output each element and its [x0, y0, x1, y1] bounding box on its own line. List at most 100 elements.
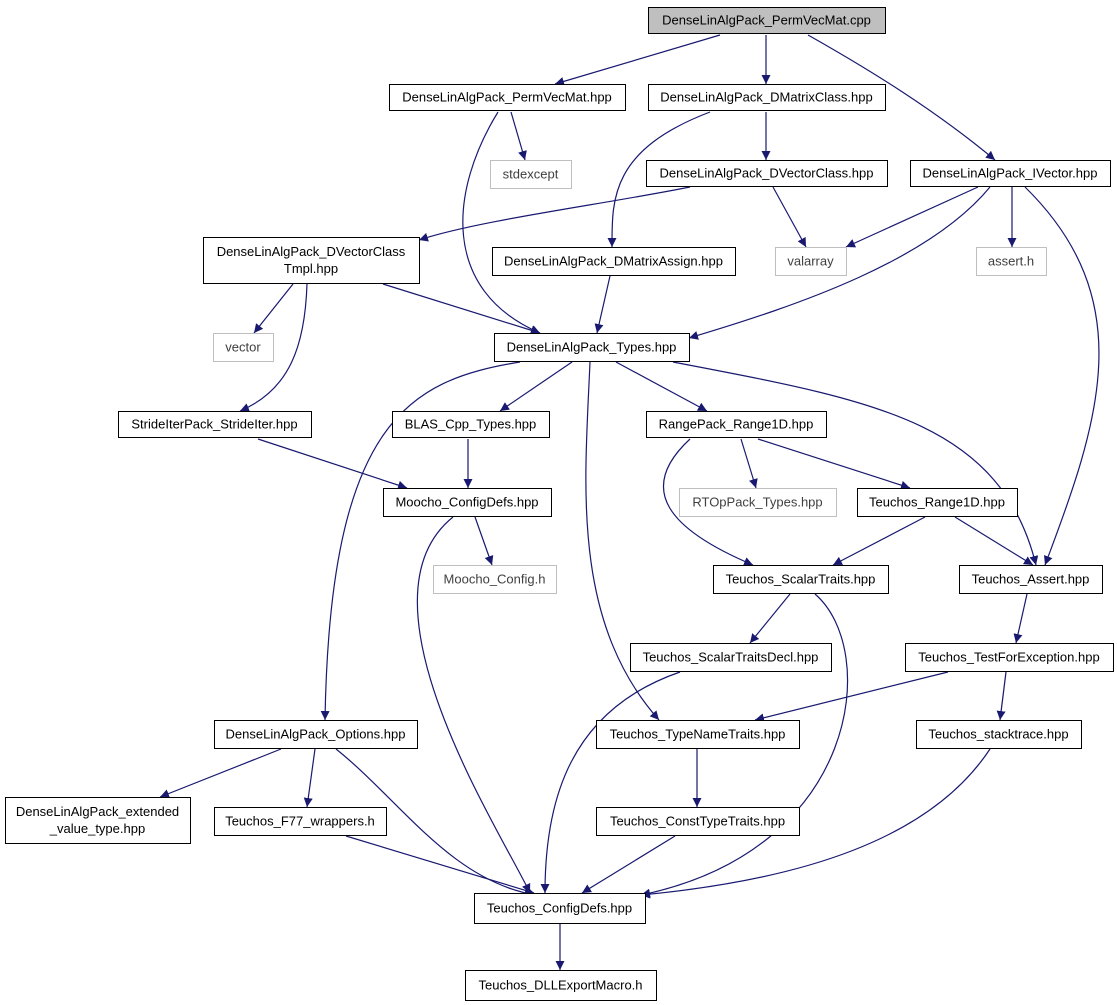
node-label: DenseLinAlgPack_DMatrixClass.hpp	[660, 90, 872, 105]
node-box	[389, 84, 626, 111]
edge-dvectorclass-to-valarray	[772, 186, 807, 248]
node-box	[596, 807, 800, 836]
node-valarray[interactable]: valarray	[775, 247, 847, 276]
node-box	[494, 333, 690, 362]
node-label: Teuchos_stacktrace.hpp	[928, 727, 1068, 742]
node-box	[646, 411, 827, 438]
node-teuchos_assert[interactable]: Teuchos_Assert.hpp	[959, 565, 1103, 594]
node-label: DenseLinAlgPack_extended	[16, 804, 179, 819]
edge-stacktrace-to-teuchos_configdefs	[640, 748, 991, 899]
node-label: Teuchos_ConfigDefs.hpp	[487, 901, 632, 916]
node-teuchos_range1d[interactable]: Teuchos_Range1D.hpp	[857, 488, 1018, 517]
node-label: assert.h	[988, 254, 1034, 269]
edge-types-to-options	[320, 361, 521, 721]
node-stacktrace[interactable]: Teuchos_stacktrace.hpp	[916, 720, 1082, 749]
edge-moocho_configdefs-to-moocho_config	[474, 516, 494, 566]
node-label: Teuchos_Assert.hpp	[972, 572, 1090, 587]
node-types[interactable]: DenseLinAlgPack_Types.hpp	[494, 333, 690, 362]
node-box	[775, 247, 847, 276]
node-vector[interactable]: vector	[213, 333, 274, 362]
node-label: vector	[225, 340, 261, 355]
node-label: Tmpl.hpp	[284, 261, 338, 276]
edge-options-to-teuchos_configdefs	[335, 748, 536, 898]
node-label: Moocho_Config.h	[444, 572, 546, 587]
edge-teuchos_range1d-to-teuchos_assert	[954, 516, 1034, 566]
edge-teuchos_range1d-to-scalartraits	[832, 516, 926, 566]
edge-ivector-to-types	[688, 186, 991, 340]
edge-permvecmat_hpp-to-types	[462, 111, 541, 334]
node-typenametraits[interactable]: Teuchos_TypeNameTraits.hpp	[596, 720, 800, 749]
node-label: Teuchos_ScalarTraitsDecl.hpp	[643, 650, 819, 665]
node-box	[392, 411, 550, 438]
edge-dvectorclasstmpl-to-strideiter	[239, 283, 308, 412]
node-dmatrixassign[interactable]: DenseLinAlgPack_DMatrixAssign.hpp	[492, 247, 736, 276]
node-options[interactable]: DenseLinAlgPack_Options.hpp	[214, 720, 418, 749]
node-ivector[interactable]: DenseLinAlgPack_IVector.hpp	[910, 160, 1111, 187]
edge-types-to-typenametraits	[585, 361, 660, 721]
edge-f77_wrappers-to-teuchos_configdefs	[345, 835, 535, 895]
node-scalartraits[interactable]: Teuchos_ScalarTraits.hpp	[713, 565, 889, 594]
node-box	[648, 7, 886, 34]
edge-consttypetraits-to-teuchos_configdefs	[581, 835, 676, 894]
node-label: BLAS_Cpp_Types.hpp	[405, 417, 537, 432]
edge-moocho_configdefs-to-teuchos_configdefs	[416, 516, 531, 894]
edge-scalartraitsdecl-to-teuchos_configdefs	[540, 671, 681, 894]
node-teuchos_configdefs[interactable]: Teuchos_ConfigDefs.hpp	[474, 893, 646, 924]
node-box	[213, 333, 274, 362]
edge-dvectorclasstmpl-to-types	[382, 283, 541, 335]
node-box	[905, 643, 1114, 672]
node-blas_types[interactable]: BLAS_Cpp_Types.hpp	[392, 411, 550, 438]
node-consttypetraits[interactable]: Teuchos_ConstTypeTraits.hpp	[596, 807, 800, 836]
node-testforexception[interactable]: Teuchos_TestForException.hpp	[905, 643, 1114, 672]
node-permvecmat_cpp[interactable]: DenseLinAlgPack_PermVecMat.cpp	[648, 7, 886, 34]
node-permvecmat_hpp[interactable]: DenseLinAlgPack_PermVecMat.hpp	[389, 84, 626, 111]
node-label: DenseLinAlgPack_IVector.hpp	[923, 166, 1098, 181]
node-label: Teuchos_TestForException.hpp	[918, 650, 1099, 665]
node-dllexport[interactable]: Teuchos_DLLExportMacro.h	[465, 970, 657, 1001]
node-assert_h[interactable]: assert.h	[976, 247, 1047, 276]
edge-types-to-blas_types	[499, 361, 573, 412]
node-dvectorclass[interactable]: DenseLinAlgPack_DVectorClass.hpp	[646, 160, 888, 187]
edges-layer	[159, 34, 1100, 970]
node-box	[679, 488, 837, 517]
node-label: Teuchos_TypeNameTraits.hpp	[610, 727, 786, 742]
node-moocho_config[interactable]: Moocho_Config.h	[433, 565, 557, 594]
node-box	[5, 797, 191, 844]
node-moocho_configdefs[interactable]: Moocho_ConfigDefs.hpp	[383, 488, 552, 517]
node-box	[648, 84, 886, 111]
node-box	[214, 720, 418, 749]
node-strideiter[interactable]: StrideIterPack_StrideIter.hpp	[118, 411, 312, 438]
edge-scalartraits-to-scalartraitsdecl	[749, 593, 791, 644]
node-extended_value_type[interactable]: DenseLinAlgPack_extended_value_type.hpp	[5, 797, 191, 844]
node-rtop_types[interactable]: RTOpPack_Types.hpp	[679, 488, 837, 517]
node-label: Teuchos_ScalarTraits.hpp	[726, 572, 876, 587]
edge-testforexception-to-stacktrace	[996, 671, 1007, 721]
edge-scalartraits-to-teuchos_configdefs	[640, 593, 849, 898]
node-box	[959, 565, 1103, 594]
node-label: Moocho_ConfigDefs.hpp	[395, 495, 538, 510]
node-dmatrixclass[interactable]: DenseLinAlgPack_DMatrixClass.hpp	[648, 84, 886, 111]
node-range1d[interactable]: RangePack_Range1D.hpp	[646, 411, 827, 438]
node-f77_wrappers[interactable]: Teuchos_F77_wrappers.h	[214, 807, 387, 836]
edge-range1d-to-rtop_types	[740, 438, 758, 489]
edge-teuchos_assert-to-testforexception	[1013, 593, 1028, 644]
edge-types-to-teuchos_assert	[672, 361, 1039, 566]
edge-range1d-to-teuchos_range1d	[757, 438, 911, 490]
node-box	[596, 720, 800, 749]
node-box	[474, 893, 646, 924]
node-label: DenseLinAlgPack_DMatrixAssign.hpp	[504, 254, 723, 269]
node-label: DenseLinAlgPack_Options.hpp	[226, 727, 406, 742]
node-label: Teuchos_Range1D.hpp	[869, 495, 1005, 510]
edge-options-to-f77_wrappers	[303, 748, 316, 808]
node-label: stdexcept	[503, 167, 559, 182]
node-box	[490, 160, 572, 189]
edge-types-to-range1d	[615, 361, 708, 412]
node-stdexcept[interactable]: stdexcept	[490, 160, 572, 189]
node-box	[383, 488, 552, 517]
node-scalartraitsdecl[interactable]: Teuchos_ScalarTraitsDecl.hpp	[630, 643, 832, 672]
node-label: RangePack_Range1D.hpp	[659, 417, 814, 432]
edge-options-to-extended_value_type	[159, 748, 282, 798]
node-box	[646, 160, 888, 187]
